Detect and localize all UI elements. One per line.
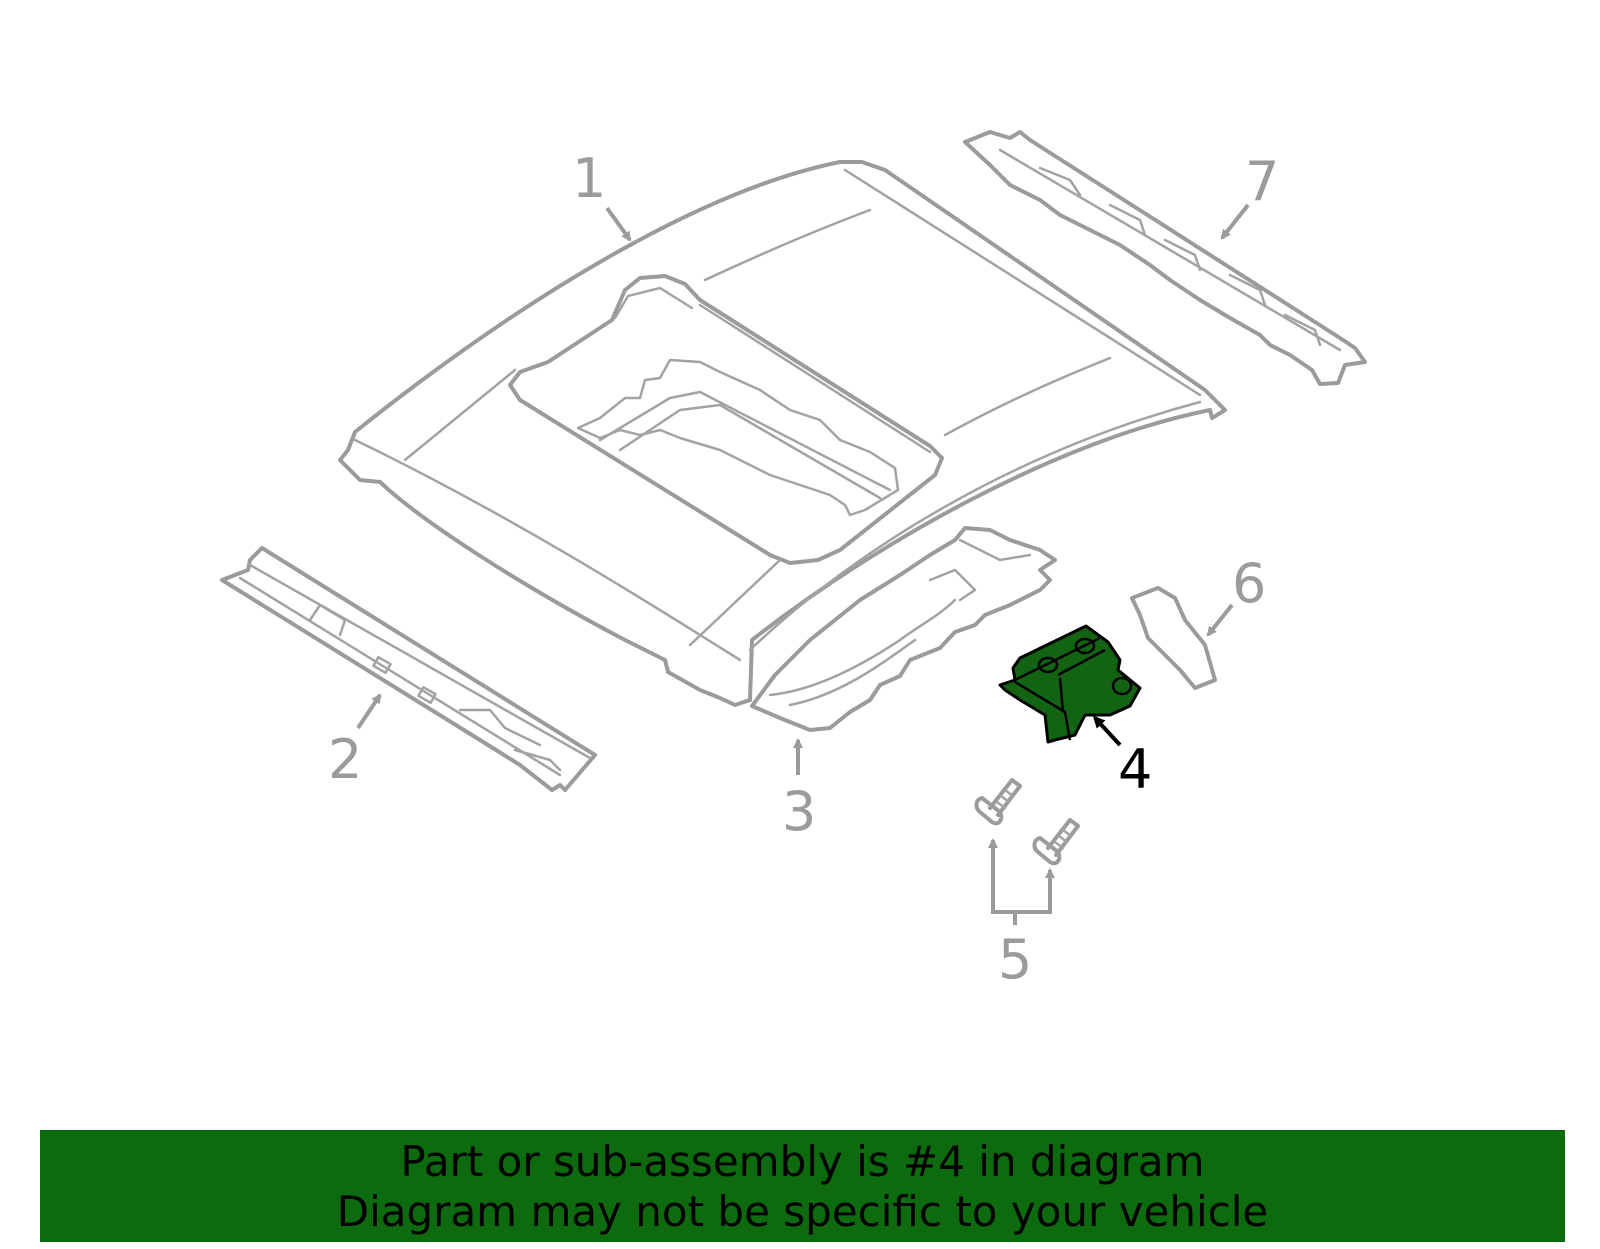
bracket-part-6 bbox=[1130, 586, 1217, 690]
banner-line-2: Diagram may not be specific to your vehi… bbox=[336, 1187, 1269, 1236]
leader-5b bbox=[1015, 868, 1055, 914]
roof-panel-part-1 bbox=[338, 160, 1227, 707]
callout-7: 7 bbox=[1245, 150, 1279, 213]
leader-4 bbox=[1092, 715, 1122, 747]
callout-3: 3 bbox=[782, 780, 816, 843]
leader-5 bbox=[988, 838, 1017, 925]
front-header-part-2 bbox=[220, 546, 597, 792]
highlighted-bracket-part-4 bbox=[998, 624, 1142, 744]
leader-2 bbox=[356, 693, 382, 730]
rear-header-part-7 bbox=[963, 130, 1367, 386]
callout-6: 6 bbox=[1232, 552, 1266, 615]
banner-line-1: Part or sub-assembly is #4 in diagram bbox=[400, 1137, 1205, 1186]
leader-lines bbox=[356, 203, 1250, 925]
bolt-right bbox=[1032, 818, 1080, 866]
callout-5: 5 bbox=[998, 928, 1032, 991]
callout-1: 1 bbox=[572, 147, 606, 210]
leader-6 bbox=[1206, 603, 1234, 637]
bolts-part-5 bbox=[974, 778, 1080, 866]
callout-4: 4 bbox=[1118, 738, 1152, 801]
leader-7 bbox=[1220, 203, 1250, 240]
bolt-left bbox=[974, 778, 1022, 826]
sunroof-frame-part-3 bbox=[750, 526, 1057, 732]
callout-2: 2 bbox=[328, 728, 362, 791]
info-banner: Part or sub-assembly is #4 in diagram Di… bbox=[40, 1130, 1565, 1242]
leader-1 bbox=[605, 206, 632, 242]
